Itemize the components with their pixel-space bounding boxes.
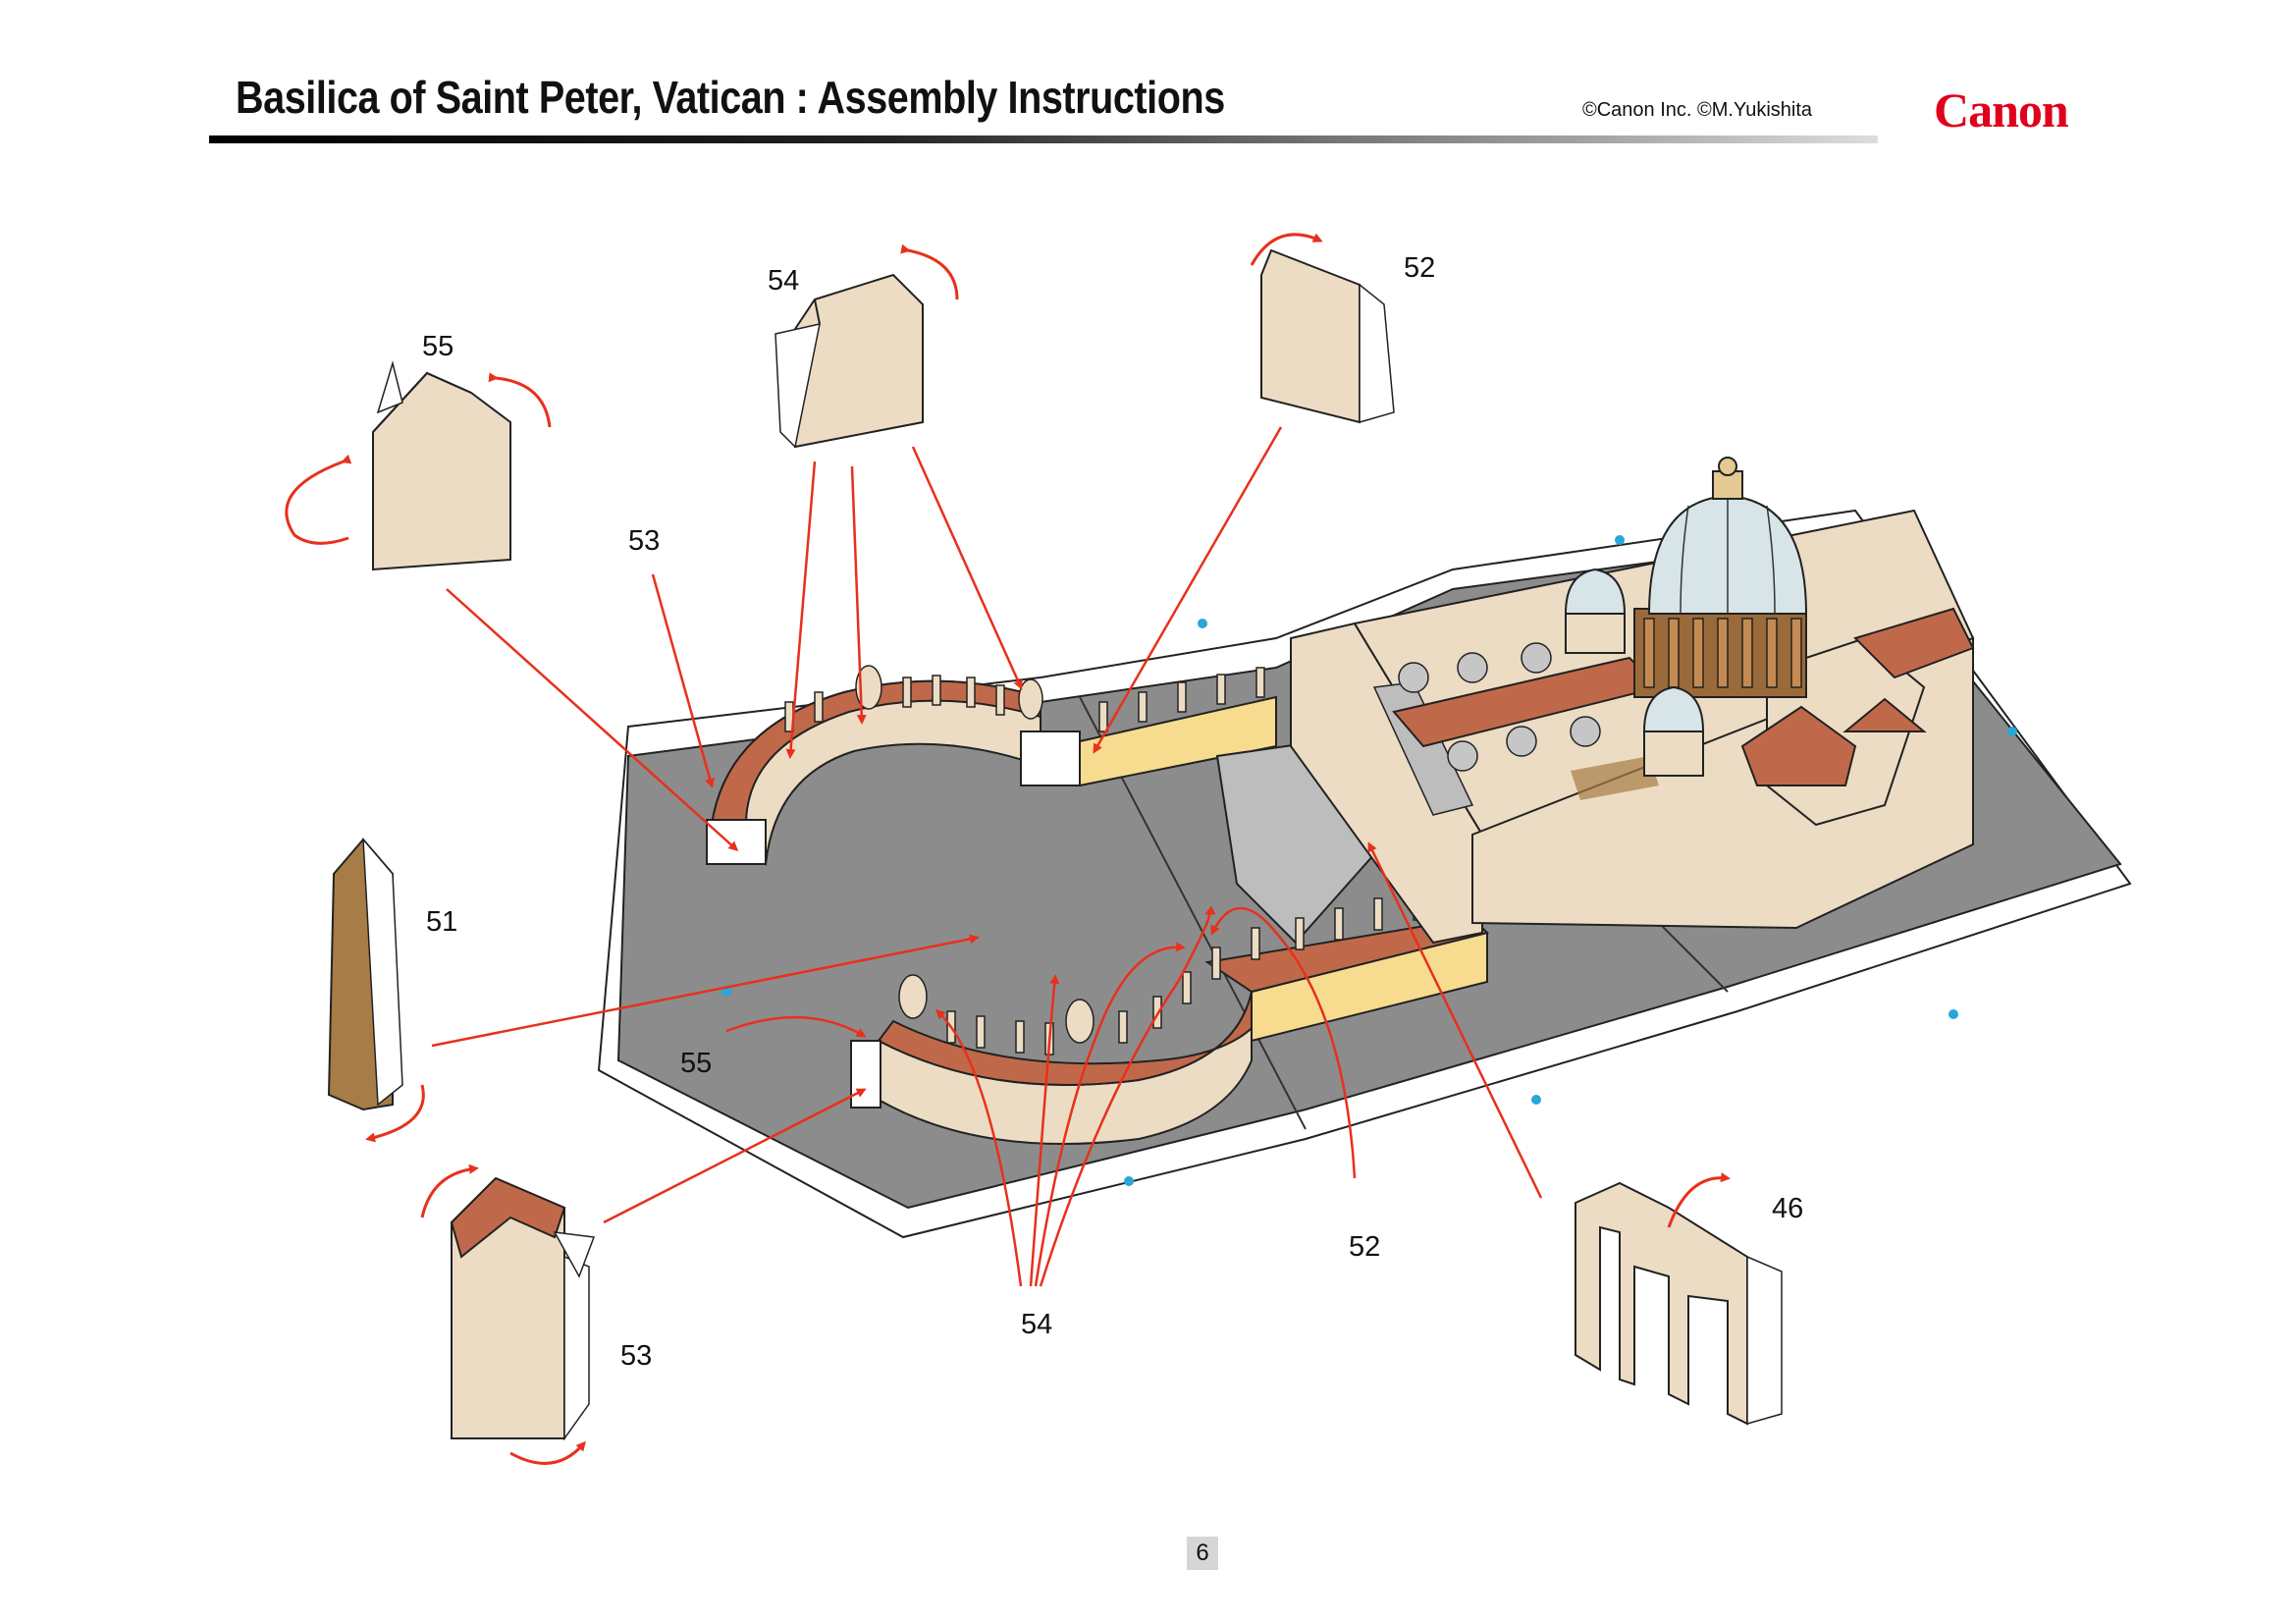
part-51-obelisk	[327, 837, 425, 1143]
copyright-notice: ©Canon Inc. ©M.Yukishita	[1582, 99, 1813, 121]
part-label-51: 51	[426, 906, 457, 938]
lower-colonnade	[850, 888, 1489, 1145]
part-46-arch	[1575, 1172, 1783, 1426]
part-53-bottom	[420, 1164, 596, 1465]
part-label-54-top: 54	[768, 265, 799, 297]
part-label-54-bottom: 54	[1021, 1309, 1052, 1340]
part-label-55-bottom: 55	[680, 1048, 712, 1079]
basilica-building	[1290, 457, 1975, 945]
part-54-top	[774, 244, 959, 449]
part-label-55-top: 55	[422, 331, 454, 362]
part-label-53-bottom: 53	[620, 1340, 652, 1372]
part-52-top	[1250, 233, 1395, 424]
part-55-top	[285, 360, 552, 571]
canon-logo: Canon	[1934, 82, 2069, 137]
part-label-52-top: 52	[1404, 252, 1435, 284]
part-label-46: 46	[1772, 1193, 1803, 1224]
part-label-52-bottom: 52	[1349, 1231, 1380, 1263]
page-title: Basilica of Saint Peter, Vatican : Assem…	[236, 72, 1225, 123]
assembly-arrows	[431, 426, 1543, 1287]
page-number: 6	[1187, 1537, 1218, 1570]
title-underline	[209, 135, 1878, 143]
part-label-53-mid: 53	[628, 525, 660, 557]
